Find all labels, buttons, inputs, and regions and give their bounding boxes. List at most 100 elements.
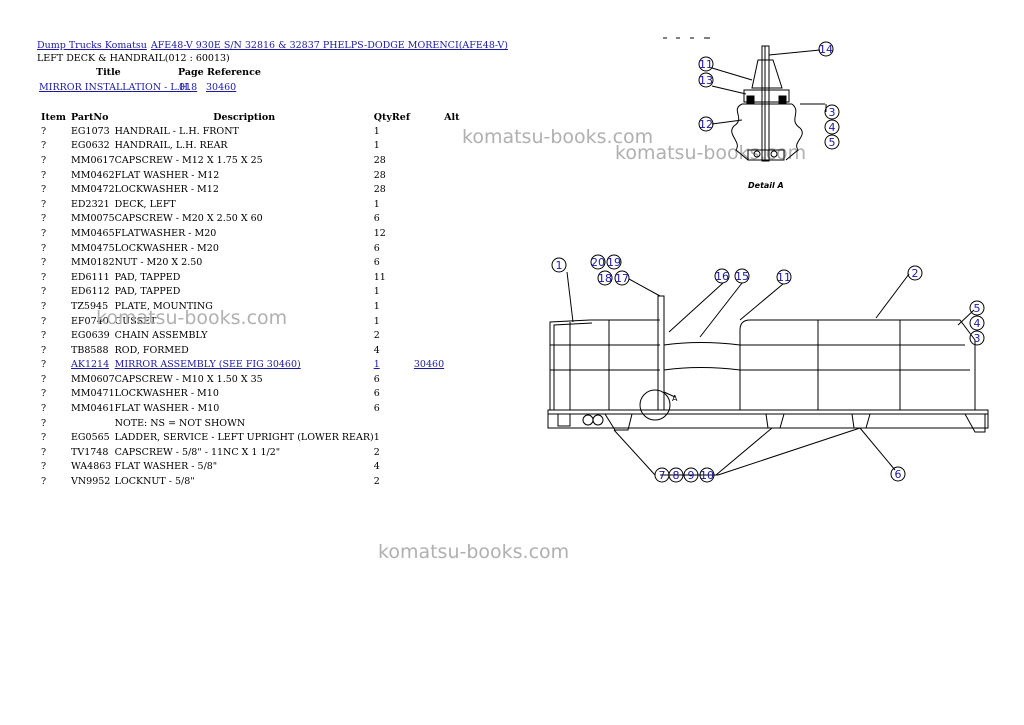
- reference-code-link[interactable]: 018: [179, 82, 198, 93]
- description-cell: GUSSET: [114, 315, 157, 327]
- callout-number: 4: [974, 317, 981, 330]
- description-cell: HANDRAIL - L.H. FRONT: [114, 125, 239, 137]
- qty-cell: 28: [373, 154, 386, 166]
- callout-circle: [969, 330, 985, 346]
- description-cell: ROD, FORMED: [114, 344, 189, 356]
- callout-number: 9: [688, 469, 695, 482]
- description-cell: CAPSCREW - M12 X 1.75 X 25: [114, 154, 263, 166]
- description-cell: DECK, LEFT: [114, 198, 176, 210]
- partno-cell: VN9952: [71, 476, 111, 488]
- callout-number: 6: [895, 468, 902, 481]
- callout-circle: [734, 268, 750, 284]
- item-cell: ?: [41, 315, 47, 327]
- item-cell: ?: [41, 154, 47, 166]
- qty-cell: 4: [373, 461, 380, 473]
- reference-page-link[interactable]: 30460: [206, 82, 237, 93]
- qty-cell: 6: [373, 403, 380, 415]
- breadcrumb-model-link[interactable]: AFE48-V 930E S/N 32816 & 32837 PHELPS-DO…: [150, 40, 508, 51]
- qty-cell: 28: [373, 169, 386, 181]
- watermark: komatsu-books.com: [96, 307, 288, 329]
- item-cell: ?: [41, 300, 47, 312]
- item-cell: ?: [41, 198, 47, 210]
- callout-number: 12: [699, 118, 713, 131]
- partno-cell: ED2321: [71, 198, 110, 210]
- reference-title-link[interactable]: MIRROR INSTALLATION - L.H.: [39, 82, 192, 93]
- description-header: Description: [213, 111, 276, 123]
- description-cell: CAPSCREW - 5/8" - 11NC X 1 1/2": [114, 446, 281, 458]
- callout-circle: [714, 268, 730, 284]
- partno-cell: WA4863: [71, 461, 112, 473]
- description-cell: CAPSCREW - M10 X 1.50 X 35: [114, 373, 263, 385]
- callout-circle: [698, 72, 714, 88]
- item-cell: ?: [41, 476, 47, 488]
- callout-circle: [824, 134, 840, 150]
- callout-circle: [698, 56, 714, 72]
- item-cell: ?: [41, 432, 47, 444]
- partno-cell[interactable]: AK1214: [71, 359, 110, 371]
- description-cell: FLAT WASHER - M10: [114, 403, 220, 415]
- description-cell: CAPSCREW - M20 X 2.50 X 60: [114, 213, 263, 225]
- qty-cell: 6: [373, 373, 380, 385]
- item-header: Item: [41, 111, 66, 123]
- qty-cell: 1: [373, 300, 380, 312]
- callout-number: 4: [829, 121, 836, 134]
- item-cell: ?: [41, 213, 47, 225]
- description-cell: FLATWASHER - M20: [114, 227, 217, 239]
- partno-cell: EG1073: [71, 125, 110, 137]
- description-cell: FLAT WASHER - M12: [114, 169, 220, 181]
- partno-cell: TZ5945: [71, 300, 109, 312]
- callout-circle: [824, 119, 840, 135]
- item-cell: ?: [41, 242, 47, 254]
- breadcrumb-category-link[interactable]: Dump Trucks Komatsu: [37, 40, 147, 51]
- description-cell: LOCKWASHER - M20: [114, 242, 219, 254]
- partno-cell: MM0475: [71, 242, 115, 254]
- qty-cell: 2: [373, 476, 380, 488]
- description-cell: PAD, TAPPED: [114, 271, 181, 283]
- callout-number: 10: [700, 469, 714, 482]
- callout-number: 15: [735, 270, 749, 283]
- callout-circle: [969, 300, 985, 316]
- description-cell: NUT - M20 X 2.50: [114, 257, 203, 269]
- callout-circle: [969, 315, 985, 331]
- callout-number: 2: [912, 267, 919, 280]
- qty-cell: 28: [373, 184, 386, 196]
- parts-table: Item PartNo Description Qty Ref Alt ?EG1…: [37, 110, 474, 489]
- table-row[interactable]: ? AK1214 MIRROR ASSEMBLY (SEE FIG 30460) 1 3…: [37, 358, 474, 373]
- description-cell: HANDRAIL, L.H. REAR: [114, 140, 228, 152]
- ref-header: Ref: [391, 111, 410, 123]
- table-row: ?NOTE: NS = NOT SHOWN: [37, 416, 474, 431]
- callout-number: 7: [659, 469, 666, 482]
- item-cell: ?: [41, 286, 47, 298]
- item-cell: ?: [41, 359, 47, 371]
- callout-circle: [824, 104, 840, 120]
- partno-cell: TV1748: [71, 446, 109, 458]
- item-cell: ?: [41, 330, 47, 342]
- description-cell: LADDER, SERVICE - LEFT UPRIGHT (LOWER RE…: [114, 432, 374, 444]
- alt-header: Alt: [444, 111, 460, 123]
- callout-number: 11: [699, 58, 713, 71]
- callout-circle: [614, 270, 630, 286]
- partno-cell: EG0632: [71, 140, 110, 152]
- ref-cell[interactable]: 30460: [413, 359, 445, 371]
- callout-circle: [683, 467, 699, 483]
- qty-cell: 1: [373, 198, 380, 210]
- qty-cell: 1: [373, 315, 380, 327]
- description-cell[interactable]: MIRROR ASSEMBLY (SEE FIG 30460): [114, 359, 301, 371]
- callout-circle: [907, 265, 923, 281]
- qty-cell: 6: [373, 257, 380, 269]
- qty-cell: 6: [373, 242, 380, 254]
- partno-header: PartNo: [71, 111, 109, 123]
- qty-cell[interactable]: 1: [373, 359, 380, 371]
- item-cell: ?: [41, 184, 47, 196]
